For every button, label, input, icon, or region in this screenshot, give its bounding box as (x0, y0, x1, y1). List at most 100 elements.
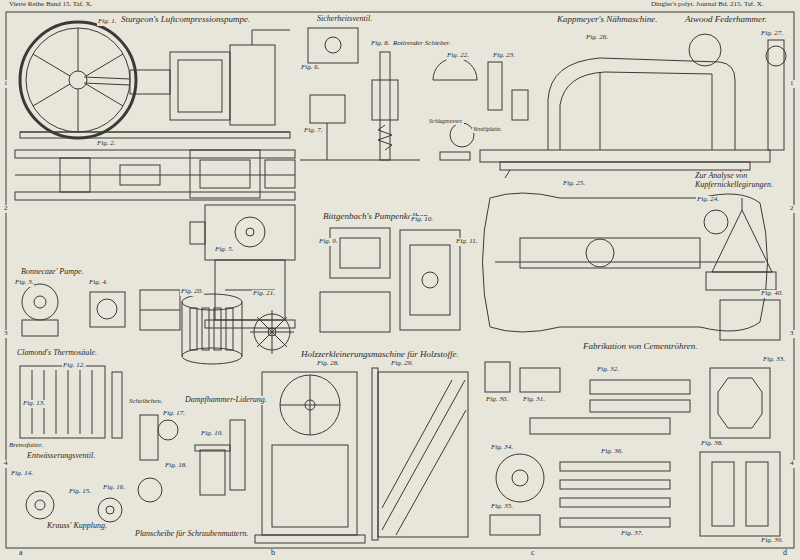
flywheel-engine (84, 83, 130, 85)
small-parts (140, 415, 158, 460)
pump-plan-view (60, 158, 90, 192)
flywheel-engine (170, 52, 230, 120)
machine-side-view (235, 217, 265, 247)
rotor-drum (190, 308, 197, 350)
figure-number: Fig. 27. (760, 30, 784, 38)
cement-pipe-figures (485, 362, 510, 392)
figure-number: Fig. 7. (303, 127, 323, 135)
section-heading: Sturgeon's Luftcompressionspumpe. (120, 15, 251, 25)
pump-figures (140, 310, 180, 311)
small-parts (195, 445, 230, 451)
figure-number: Fig. 38. (700, 440, 724, 448)
chopping-machine-frame (272, 445, 348, 527)
valve-column (372, 80, 398, 120)
sewing-machine (689, 34, 721, 66)
figure-number: Fig. 30. (485, 396, 509, 404)
chute (372, 368, 378, 540)
crucible-cone (704, 210, 728, 234)
machine-side-view (190, 222, 205, 244)
sewing-machine (548, 58, 735, 150)
figure-number: Fig. 29. (390, 360, 414, 368)
flywheel-engine (20, 132, 290, 138)
figure-number: Fig. 36. (600, 448, 624, 456)
flywheel-engine (178, 60, 222, 112)
figure-number: Fig. 37. (620, 530, 644, 538)
flywheel-engine (130, 70, 170, 94)
section-heading: Entwässerungsventil. (26, 452, 96, 461)
small-parts (230, 420, 245, 490)
figure-number: Fig. 2. (96, 140, 116, 148)
pump-plan-view (265, 160, 295, 188)
chute (372, 368, 468, 540)
section-heading: Bremsfutter. (8, 442, 44, 450)
flywheel-engine (78, 89, 79, 132)
star-wheel (257, 317, 287, 347)
flywheel-engine (33, 54, 70, 76)
figure-number: Fig. 6. (300, 64, 320, 72)
rotary-slide-parts (433, 58, 477, 80)
rotary-slide-parts (440, 152, 470, 160)
small-parts (138, 478, 162, 502)
rotary-slide-parts (433, 58, 528, 160)
mould-stand (718, 378, 762, 428)
cement-pipe-figures (485, 362, 690, 535)
figure-number: Fig. 20. (180, 288, 204, 296)
plate-header: Vierte Reihe Band 15. Taf. X. (8, 1, 93, 9)
pump-piston (410, 245, 450, 315)
pump-plan-view (15, 150, 295, 158)
mould-stand (710, 368, 770, 438)
section-heading: Clamond's Thermosäule. (16, 349, 98, 358)
thermopile (80, 370, 81, 434)
chute (378, 372, 468, 537)
figure-number: Fig. 16. (102, 484, 126, 492)
figure-number: Fig. 24. (696, 196, 720, 204)
spring-hammer (766, 40, 786, 150)
figure-number: Fig. 33. (762, 356, 786, 364)
margin-index: 1 (3, 80, 9, 88)
pump-figures (140, 290, 180, 330)
rotary-slide-parts (450, 123, 474, 147)
mould-stand (700, 452, 780, 536)
safety-valve (300, 160, 360, 161)
machine-plan-view (495, 262, 765, 263)
thermopile (92, 370, 93, 434)
sewing-machine (505, 170, 510, 178)
valve-column (360, 52, 420, 160)
section-heading: Kappmeyer's Nähmaschine. (556, 15, 658, 25)
rotor-drum (214, 308, 221, 350)
pump-plan-view (15, 192, 295, 200)
rotary-slide-parts (488, 62, 502, 110)
figure-number: Fig. 9. (318, 238, 338, 246)
machine-side-view (205, 205, 295, 260)
figure-number: Fig. 21. (252, 290, 276, 298)
pump-piston (340, 238, 380, 268)
margin-index: 4 (3, 460, 9, 468)
figure-number: Fig. 34. (490, 444, 514, 452)
figure-number: Fig. 25. (562, 180, 586, 188)
cement-pipe-figures (590, 380, 690, 394)
part-name: Ventilplatte. (472, 126, 503, 133)
cement-pipe-figures (560, 498, 670, 507)
section-heading: Zur Analyse von Kupfernickellegirungen. (694, 172, 792, 190)
figure-number: Fig. 35. (490, 503, 514, 511)
safety-valve (310, 95, 345, 123)
figure-number: Fig. 15. (68, 488, 92, 496)
chopping-machine-frame (280, 375, 340, 435)
cement-pipe-figures (520, 368, 560, 392)
sewing-machine (500, 162, 750, 170)
machine-side-view (205, 320, 295, 328)
figure-number: Fig. 18. (164, 462, 188, 470)
mould-stand (746, 462, 768, 526)
pump-figures (22, 284, 58, 320)
section-heading: Rotirender Schieber. (392, 40, 451, 48)
thermopile (68, 370, 69, 434)
cement-pipe-figures (512, 470, 528, 486)
flywheel-engine (20, 22, 290, 138)
machine-plan-view (586, 239, 614, 267)
pump-piston (400, 230, 460, 330)
figure-number: Fig. 31. (522, 396, 546, 404)
cement-pipe-figures (560, 480, 670, 489)
margin-index: 3 (3, 330, 9, 338)
section-heading: Holzzerkleinerungsmaschine für Holzstoff… (300, 350, 460, 360)
pump-piston (320, 228, 460, 332)
